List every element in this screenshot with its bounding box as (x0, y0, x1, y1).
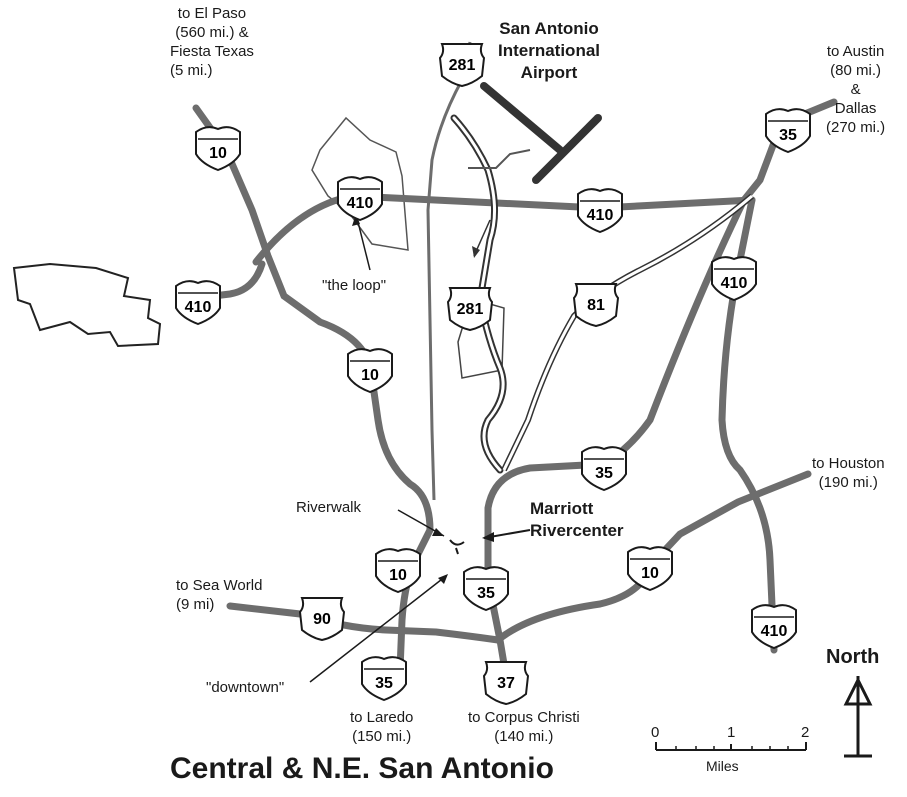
interstate-410-shield: 410 (337, 176, 383, 221)
scale-bar (655, 742, 807, 751)
label-riverwalk: Riverwalk (296, 499, 362, 516)
label-corpus-christi: to Corpus Christi (140 mi.) (468, 709, 580, 745)
label-austin-dallas: to Austin (80 mi.) & Dallas (270 mi.) (826, 43, 886, 136)
north-label: North (826, 646, 880, 668)
shield-number: 410 (587, 207, 614, 224)
shield-number: 410 (185, 299, 212, 316)
us-90-shield: 90 (299, 597, 345, 641)
label-el-paso: to El Paso (560 mi.) & Fiesta Texas (5 m… (170, 5, 254, 79)
shield-number: 281 (457, 301, 484, 318)
shield-number: 35 (595, 465, 613, 482)
area-outline-north (311, 116, 409, 251)
shield-number: 10 (641, 565, 659, 582)
us90-route (226, 602, 502, 644)
airport-access (468, 149, 531, 169)
label-houston: to Houston (190 mi.) (812, 455, 885, 491)
shield-number: 10 (361, 367, 379, 384)
us-281-shield: 281 (439, 43, 485, 87)
interstate-410-shield: 410 (577, 188, 623, 233)
us-37-shield: 37 (483, 661, 529, 705)
interstate-35-shield: 35 (463, 566, 509, 611)
shield-number: 35 (779, 127, 797, 144)
scale-tick-1: 1 (727, 724, 736, 741)
downtown-arrow (309, 575, 447, 683)
airport-runway-1 (480, 82, 564, 154)
label-marriott: Marriott Rivercenter (530, 499, 624, 540)
label-laredo: to Laredo (150 mi.) (350, 709, 414, 745)
label-airport: San Antonio International Airport (498, 19, 601, 82)
interstate-35-shield: 35 (361, 656, 407, 701)
interstate-35-shield: 35 (581, 446, 627, 491)
shield-number: 410 (347, 195, 374, 212)
interstate-10-shield: 10 (347, 348, 393, 393)
us281-route (426, 41, 472, 501)
shield-number: 10 (389, 567, 407, 584)
interstate-10-shield: 10 (375, 548, 421, 593)
us81-route (501, 193, 754, 472)
shield-number: 281 (449, 57, 476, 74)
riverwalk-marker (449, 539, 465, 555)
shield-number: 90 (313, 611, 331, 628)
loop-410-east (718, 196, 778, 654)
scale-tick-2: 2 (801, 724, 810, 741)
shield-number: 37 (497, 675, 515, 692)
scale-tick-0: 0 (651, 724, 660, 741)
interstate-410-shield: 410 (711, 256, 757, 301)
interstate-10-shield: 10 (195, 126, 241, 171)
us-81-shield: 81 (573, 283, 619, 327)
interstate-410-shield: 410 (751, 604, 797, 649)
interstate-10-shield: 10 (627, 546, 673, 591)
us-281-shield: 281 (447, 287, 493, 331)
scale-unit: Miles (706, 758, 739, 774)
interstate-410-shield: 410 (175, 280, 221, 325)
area-outline-west (12, 262, 162, 348)
i35-route (484, 98, 838, 668)
label-sea-world: to Sea World (9 mi) (176, 577, 263, 613)
airport-runway-2 (532, 114, 602, 184)
shield-number: 81 (587, 297, 605, 314)
label-the-loop: "the loop" (322, 277, 387, 294)
shield-number: 410 (721, 275, 748, 292)
label-downtown: "downtown" (206, 679, 285, 696)
shield-number: 35 (375, 675, 393, 692)
shield-number: 10 (209, 145, 227, 162)
loop-410-west (176, 260, 266, 304)
shield-number: 410 (761, 623, 788, 640)
north-arrow (843, 676, 873, 758)
map-title: Central & N.E. San Antonio (170, 752, 554, 785)
shield-number: 35 (477, 585, 495, 602)
interstate-35-shield: 35 (765, 108, 811, 153)
